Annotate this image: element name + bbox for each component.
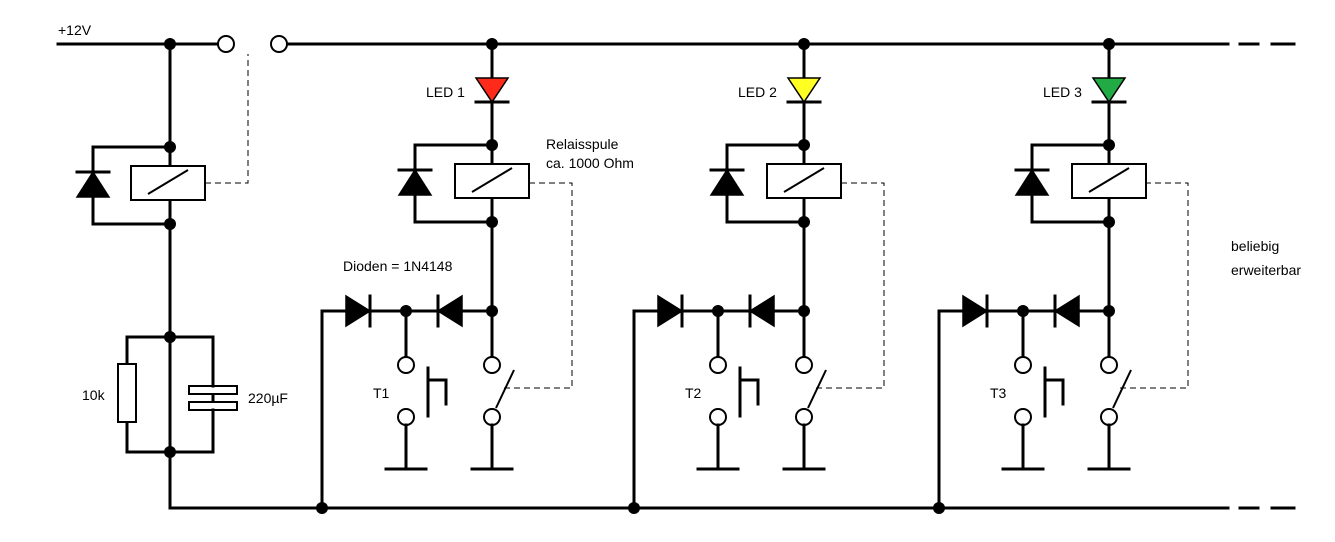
diode (962, 294, 989, 328)
diode (657, 294, 684, 328)
junction-dot (316, 502, 328, 514)
coil-note-line2: ca. 1000 Ohm (546, 155, 634, 171)
main-relay-section (75, 38, 249, 510)
junction-dot (1103, 38, 1115, 50)
channel-2: LED 2 T2 (628, 38, 885, 514)
channel-3: LED 3 T3 (933, 38, 1147, 514)
junction-dot (486, 38, 498, 50)
relay-contact (495, 369, 515, 409)
button-label: T3 (990, 385, 1007, 401)
led-label: LED 2 (738, 84, 777, 100)
relay-link (816, 182, 885, 389)
relay-contact (1112, 369, 1132, 409)
led-2 (786, 77, 822, 104)
freewheel-diode (709, 168, 745, 196)
led-3 (1091, 77, 1127, 104)
led-label: LED 3 (1043, 84, 1082, 100)
button-label: T2 (685, 385, 702, 401)
resistor-label: 10k (82, 387, 106, 403)
expand-line1: beliebig (1231, 238, 1279, 254)
junction-dot (933, 502, 945, 514)
channel-1: LED 1 T1 (316, 38, 573, 514)
expand-line2: erweiterbar (1231, 262, 1301, 278)
supply-label: +12V (58, 22, 92, 38)
led-label: LED 1 (426, 84, 465, 100)
diode (1053, 294, 1080, 328)
capacitor-label: 220µF (248, 390, 288, 406)
freewheel-diode (397, 168, 433, 196)
coil-note-line1: Relaisspule (546, 136, 619, 152)
junction-dot (798, 38, 810, 50)
button-label: T1 (373, 385, 390, 401)
main-relay-contact (217, 35, 288, 53)
junction-dot (628, 502, 640, 514)
relay-coil (454, 163, 530, 199)
channels-group: LED 1 T1 LED 2 T2 LED 3 T3 (316, 38, 1147, 514)
diode (436, 294, 463, 328)
diode (748, 294, 775, 328)
diode (345, 294, 372, 328)
diodes-note: Dioden = 1N4148 (343, 258, 453, 274)
expand-link (1120, 182, 1189, 389)
freewheel-diode (1014, 168, 1050, 196)
relay-contact (807, 369, 827, 409)
led-1 (474, 77, 510, 104)
relay-link (504, 182, 573, 389)
